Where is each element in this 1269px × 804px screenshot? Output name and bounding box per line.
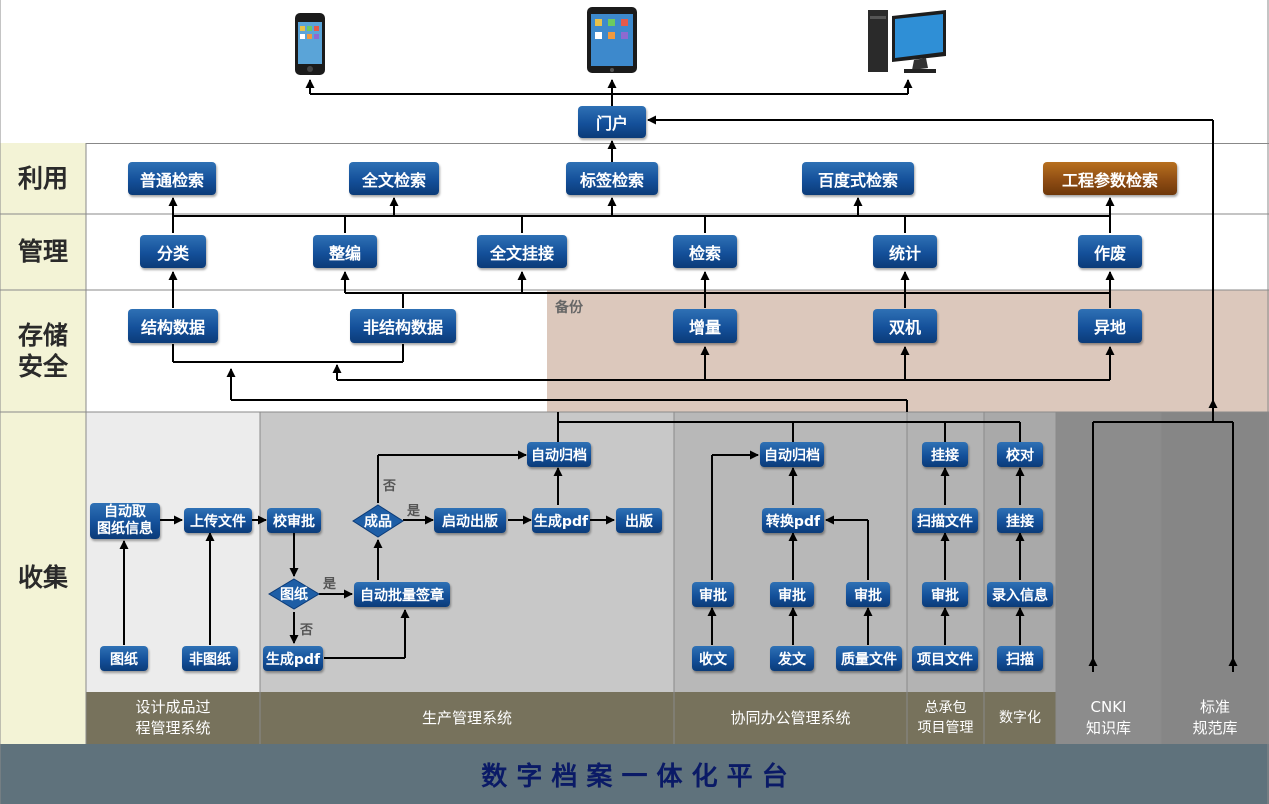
oa-approve-receive[interactable]: 审批 xyxy=(692,582,734,607)
backup-dual-machine[interactable]: 双机 xyxy=(873,309,937,343)
smartphone-icon xyxy=(295,13,325,75)
storage-unstructured-data[interactable]: 非结构数据 xyxy=(350,309,456,343)
decision-is-product: 成品 xyxy=(352,504,404,538)
label-column-collect xyxy=(0,412,86,744)
label-column-use xyxy=(0,143,86,214)
system-label-cnki-line1: CNKI xyxy=(1090,698,1127,716)
manage-compile-button[interactable]: 整编 xyxy=(313,235,377,268)
auto-batch-sign[interactable]: 自动批量签章 xyxy=(354,582,450,607)
generate-pdf-product[interactable]: 生成pdf xyxy=(532,508,590,533)
search-baidu-style-button[interactable]: 百度式检索 xyxy=(802,162,914,195)
system-label-standard-line1: 标准 xyxy=(1199,698,1230,716)
manage-statistics-button[interactable]: 统计 xyxy=(873,235,937,268)
row-label-collect: 收集 xyxy=(17,563,68,593)
manage-void-button[interactable]: 作废 xyxy=(1078,235,1142,268)
manage-classify-button[interactable]: 分类 xyxy=(140,235,206,268)
search-engineering-params-button[interactable]: 工程参数检索 xyxy=(1043,162,1177,195)
backup-offsite[interactable]: 异地 xyxy=(1078,309,1142,343)
row-label-storage-line1: 存储 xyxy=(17,320,68,350)
row-label-manage: 管理 xyxy=(17,237,68,267)
portal-button[interactable]: 门户 xyxy=(578,106,646,138)
epc-scan-file[interactable]: 扫描文件 xyxy=(912,508,978,533)
system-label-cnki: CNKI 知识库 xyxy=(1056,692,1161,744)
publish[interactable]: 出版 xyxy=(616,508,662,533)
design-non-drawing[interactable]: 非图纸 xyxy=(182,646,238,671)
system-label-design: 设计成品过 程管理系统 xyxy=(86,692,260,744)
digital-verify[interactable]: 校对 xyxy=(997,442,1043,467)
generate-pdf-drawing[interactable]: 生成pdf xyxy=(263,646,323,671)
oa-convert-pdf[interactable]: 转换pdf xyxy=(762,508,824,533)
row-label-use: 利用 xyxy=(17,163,68,193)
digital-input-info[interactable]: 录入信息 xyxy=(987,582,1053,607)
storage-structured-data[interactable]: 结构数据 xyxy=(128,309,218,343)
upload-file[interactable]: 上传文件 xyxy=(184,508,252,533)
system-label-oa: 协同办公管理系统 xyxy=(730,708,851,727)
oa-auto-archive[interactable]: 自动归档 xyxy=(760,442,824,467)
platform-bar xyxy=(0,744,1269,804)
system-label-production: 生产管理系统 xyxy=(421,708,512,727)
decision-is-drawing: 图纸 xyxy=(268,578,320,610)
yes-label-product: 是 xyxy=(407,504,421,519)
oa-receive-doc[interactable]: 收文 xyxy=(692,646,734,671)
manage-fulltext-attach-button[interactable]: 全文挂接 xyxy=(477,235,567,268)
system-label-cnki-line2: 知识库 xyxy=(1085,719,1131,737)
oa-approve-send[interactable]: 审批 xyxy=(770,582,814,607)
system-label-epc-line2: 项目管理 xyxy=(917,720,974,736)
system-label-design-line2: 程管理系统 xyxy=(135,719,211,737)
digital-scan[interactable]: 扫描 xyxy=(997,646,1043,671)
production-auto-archive[interactable]: 自动归档 xyxy=(527,442,591,467)
epc-project-file[interactable]: 项目文件 xyxy=(912,646,978,671)
system-label-epc: 总承包 项目管理 xyxy=(907,692,984,744)
yes-label-drawing: 是 xyxy=(323,577,337,592)
decision-is-drawing-label: 图纸 xyxy=(280,587,308,603)
no-label-product: 否 xyxy=(383,479,397,494)
digital-attach[interactable]: 挂接 xyxy=(997,508,1043,533)
no-label-drawing: 否 xyxy=(300,623,314,638)
check-approve[interactable]: 校审批 xyxy=(267,508,321,533)
tablet-icon xyxy=(587,7,637,73)
row-label-storage-line2: 安全 xyxy=(17,352,68,381)
search-fulltext-button[interactable]: 全文检索 xyxy=(349,162,439,195)
epc-attach[interactable]: 挂接 xyxy=(922,442,968,467)
manage-search-button[interactable]: 检索 xyxy=(673,235,737,268)
row-label-storage: 存储 安全 xyxy=(0,290,86,412)
oa-send-doc[interactable]: 发文 xyxy=(770,646,814,671)
epc-approve[interactable]: 审批 xyxy=(922,582,968,607)
platform-title: 数 字 档 案 一 体 化 平 台 xyxy=(481,761,788,792)
start-publish[interactable]: 启动出版 xyxy=(434,508,506,533)
system-label-epc-line1: 总承包 xyxy=(924,700,967,716)
auto-fetch-drawing-info[interactable]: 自动取 图纸信息 xyxy=(90,503,160,539)
system-bar xyxy=(86,692,1056,744)
search-tag-button[interactable]: 标签检索 xyxy=(566,162,658,195)
backup-incremental[interactable]: 增量 xyxy=(673,309,737,343)
desktop-computer-icon xyxy=(868,10,946,73)
backup-label: 备份 xyxy=(555,300,583,316)
system-label-standard: 标准 规范库 xyxy=(1161,692,1269,744)
search-basic-button[interactable]: 普通检索 xyxy=(128,162,216,195)
design-region xyxy=(86,412,260,692)
label-column-manage xyxy=(0,214,86,290)
system-label-standard-line2: 规范库 xyxy=(1192,719,1238,737)
oa-quality-file[interactable]: 质量文件 xyxy=(836,646,902,671)
design-drawing[interactable]: 图纸 xyxy=(100,646,148,671)
label-column-storage xyxy=(0,290,86,412)
system-label-design-line1: 设计成品过 xyxy=(135,698,211,716)
auto-fetch-line2: 图纸信息 xyxy=(97,521,153,537)
decision-is-product-label: 成品 xyxy=(364,514,392,530)
system-label-digital: 数字化 xyxy=(999,709,1041,726)
cnki-region xyxy=(1056,412,1161,744)
oa-approve-quality[interactable]: 审批 xyxy=(846,582,890,607)
production-region xyxy=(260,412,674,692)
standard-region xyxy=(1161,412,1269,744)
auto-fetch-line1: 自动取 xyxy=(104,504,146,520)
